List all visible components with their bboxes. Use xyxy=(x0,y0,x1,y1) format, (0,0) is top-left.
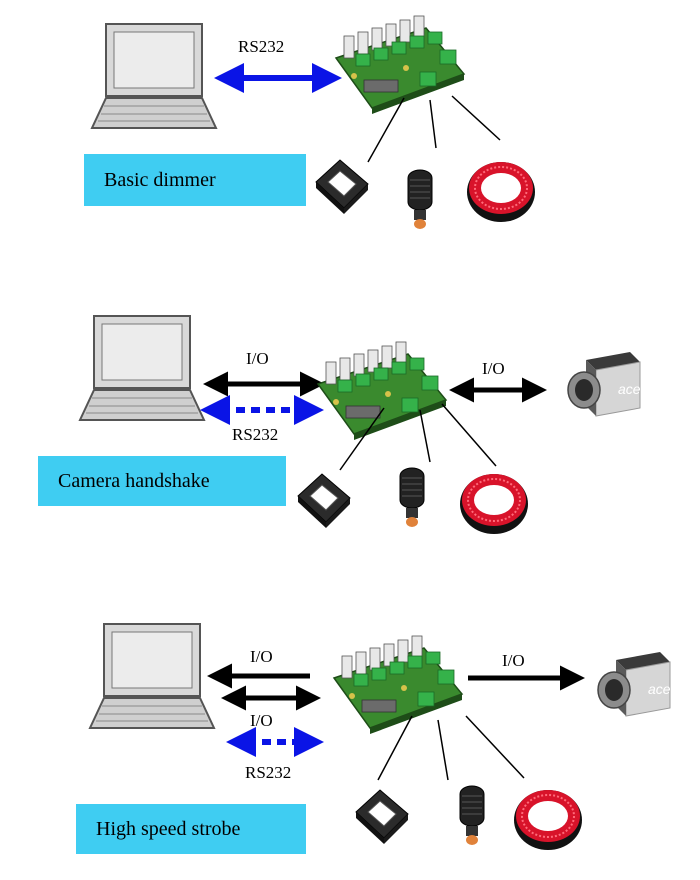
io-camera-label: I/O xyxy=(502,651,525,670)
io-mid-label: I/O xyxy=(250,711,273,730)
camera-logo: ace xyxy=(648,681,671,697)
label-basic-dimmer-text: Basic dimmer xyxy=(104,168,216,191)
square-light-icon xyxy=(355,789,409,845)
laptop-icon xyxy=(89,623,215,729)
io-pc-label: I/O xyxy=(246,349,269,368)
controller-board-icon xyxy=(317,341,447,441)
cable-lines xyxy=(377,715,525,781)
spot-light-icon xyxy=(459,785,485,846)
section-camera-handshake: I/O RS232 I/O ace xyxy=(79,315,641,535)
label-basic-dimmer: Basic dimmer xyxy=(84,154,306,206)
io-top-label: I/O xyxy=(250,647,273,666)
io-camera-label: I/O xyxy=(482,359,505,378)
section-basic-dimmer: RS232 xyxy=(91,15,536,230)
spot-light-icon xyxy=(399,467,425,528)
square-light-icon xyxy=(315,159,369,215)
label-high-speed-strobe: High speed strobe xyxy=(76,804,306,854)
ring-light-icon xyxy=(466,161,536,223)
laptop-icon xyxy=(91,23,217,129)
ring-light-icon xyxy=(459,473,529,535)
controller-board-icon xyxy=(333,635,463,735)
controller-board-icon xyxy=(335,15,465,115)
label-camera-handshake-text: Camera handshake xyxy=(58,469,210,492)
ring-light-icon xyxy=(513,789,583,851)
camera-logo: ace xyxy=(618,381,641,397)
label-camera-handshake: Camera handshake xyxy=(38,456,286,506)
cable-lines xyxy=(367,95,501,163)
section-high-speed-strobe: I/O I/O RS232 I/O ace xyxy=(89,623,671,851)
label-high-speed-strobe-text: High speed strobe xyxy=(96,817,241,840)
laptop-icon xyxy=(79,315,205,421)
rs232-label: RS232 xyxy=(232,425,278,444)
rs232-label: RS232 xyxy=(238,37,284,56)
square-light-icon xyxy=(297,473,351,529)
rs232-label: RS232 xyxy=(245,763,291,782)
spot-light-icon xyxy=(407,169,433,230)
cable-lines xyxy=(339,403,497,471)
